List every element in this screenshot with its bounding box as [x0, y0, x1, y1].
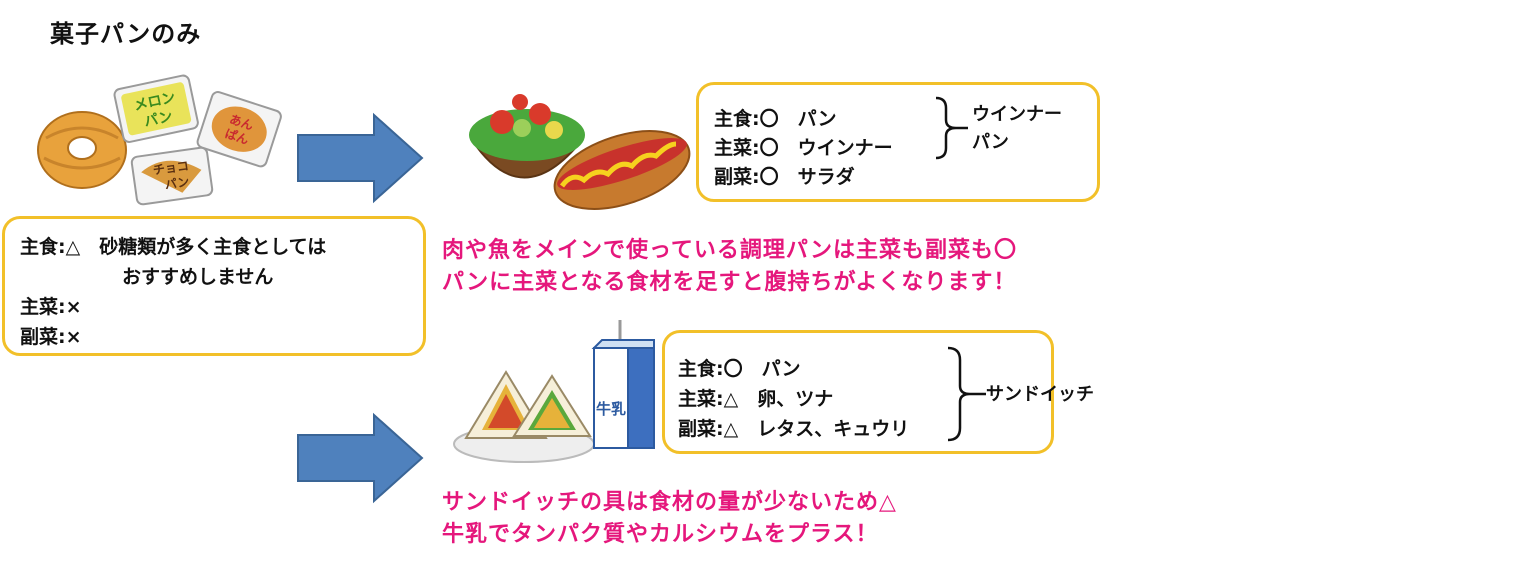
- sweet-bread-staple-note: おすすめしません: [122, 266, 274, 288]
- choco-pan-packet-icon: チョコ パン: [130, 146, 214, 206]
- hotdog-icon: [553, 130, 691, 210]
- sandwich-main-line: 主菜:△ 卵、ツナ: [678, 388, 834, 410]
- hotdog-note-2: パンに主菜となる食材を足すと腹持ちがよくなります！: [442, 270, 1017, 295]
- hotdog-nutrition-box: [696, 82, 1100, 202]
- sweet-bread-staple-line: 主食:△ 砂糖類が多く主食としては: [20, 236, 327, 258]
- sweet-bread-side-line: 副菜:×: [20, 326, 82, 348]
- page-title: 菓子パンのみ: [50, 20, 202, 48]
- melon-pan-packet-icon: メロン パン: [113, 74, 199, 143]
- svg-text:パン: パン: [164, 175, 190, 192]
- sandwich-staple-line: 主食:〇 パン: [678, 358, 801, 380]
- anpan-packet-icon: あん ぱん: [196, 91, 282, 168]
- arrow-right-icon: [297, 112, 424, 204]
- curly-bracket-icon: [947, 346, 986, 442]
- svg-text:パン: パン: [143, 109, 174, 131]
- hotdog-bracket-label-sausage: ウインナー: [972, 104, 1062, 125]
- hotdog-staple-line: 主食:〇 パン: [714, 108, 837, 130]
- sandwich-side-line: 副菜:△ レタス、キュウリ: [678, 418, 910, 440]
- hotdog-bracket-label-bread: パン: [972, 132, 1009, 153]
- milk-label: 牛乳: [596, 400, 626, 418]
- curly-bracket-icon: [935, 96, 968, 160]
- svg-text:チョコ: チョコ: [152, 159, 190, 178]
- hotdog-side-line: 副菜:〇 サラダ: [714, 166, 855, 188]
- sandwich-icon: [464, 370, 592, 439]
- svg-text:ぱん: ぱん: [223, 125, 250, 147]
- milk-carton-icon: 牛乳: [591, 320, 655, 449]
- sweet-bread-main-line: 主菜:×: [20, 296, 82, 318]
- salad-bowl-icon: [469, 94, 585, 179]
- hotdog-main-line: 主菜:〇 ウインナー: [714, 137, 893, 159]
- sandwich-nutrition-box: [662, 330, 1054, 454]
- sandwich-note-1: サンドイッチの具は食材の量が少ないため△: [442, 490, 897, 515]
- arrow-right-icon: [297, 412, 424, 504]
- sandwich-note-2: 牛乳でタンパク質やカルシウムをプラス！: [442, 522, 879, 547]
- sandwich-bracket-label: サンドイッチ: [986, 384, 1094, 405]
- sweet-bread-illustration: メロン パン あん ぱん チョコ パン: [37, 74, 282, 206]
- sweet-bread-nutrition-box: [2, 216, 426, 356]
- salad-hotdog-illustration: [469, 94, 691, 210]
- hotdog-note-1: 肉や魚をメインで使っている調理パンは主菜も副菜も〇: [442, 238, 1018, 263]
- donut-icon: [37, 111, 127, 189]
- sandwich-milk-illustration: 牛乳: [453, 320, 655, 463]
